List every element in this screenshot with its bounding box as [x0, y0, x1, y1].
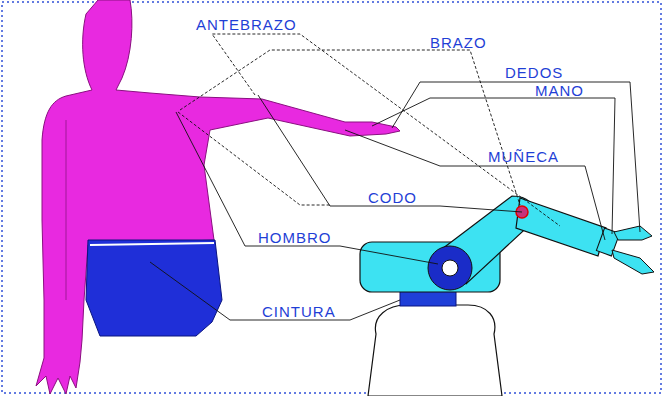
part-label: DEDOS — [505, 64, 563, 81]
robot-gripper-finger — [614, 226, 652, 240]
arm-contour — [66, 120, 67, 300]
leader-line — [150, 262, 400, 320]
leader-line — [178, 112, 330, 205]
robot-forearm — [516, 198, 606, 256]
part-label: MUÑECA — [488, 148, 559, 165]
part-label: HOMBRO — [258, 229, 332, 246]
part-label: CINTURA — [262, 303, 336, 320]
waistband — [90, 243, 214, 245]
human-shorts — [86, 240, 222, 336]
leader-lines — [150, 34, 640, 320]
robot-pedestal — [368, 305, 502, 396]
part-label: MANO — [535, 82, 584, 99]
part-label: CODO — [368, 189, 417, 206]
leader-line — [258, 95, 522, 212]
leader-line — [180, 50, 520, 205]
leader-line — [212, 34, 560, 226]
robot-joint-axis — [442, 260, 458, 276]
part-label: ANTEBRAZO — [196, 16, 297, 33]
leader-line — [392, 82, 640, 232]
robot-shoulder-joint — [428, 246, 472, 290]
part-label: BRAZO — [430, 34, 487, 51]
leader-line — [176, 112, 438, 264]
robot-gripper-finger — [612, 250, 654, 274]
leader-line — [345, 130, 605, 240]
human-figure — [36, 0, 400, 394]
